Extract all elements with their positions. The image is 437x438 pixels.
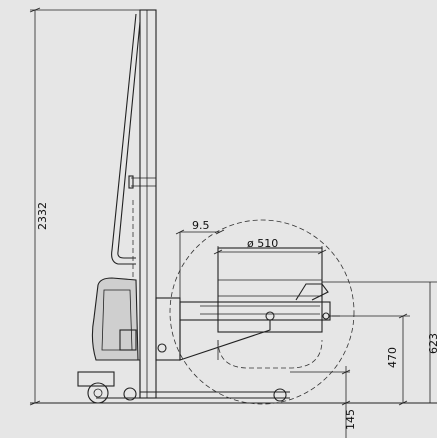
drum-diameter-label: ø 510 [247,237,278,250]
control-housing [91,277,139,361]
height-dimensions: 470 623 [322,281,437,406]
top-height-label: 623 [427,333,437,354]
carriage [155,297,271,361]
chassis [96,359,290,402]
center-height-label: 470 [386,347,399,368]
drive-wheel [77,371,137,404]
total-height-label: 2332 [36,202,49,230]
gap-label: 9.5 [192,219,210,232]
drum-diameter-dimension: ø 510 [213,237,327,262]
total-height-dimension: 2332 [29,7,140,406]
drum-gripper [179,283,340,321]
gap-dimension: 9.5 [175,219,225,300]
clearance-dimension: 145 [290,366,357,438]
clearance-label: 145 [344,409,357,430]
load-wheel [273,388,287,402]
drum-outline [169,219,355,405]
tiller-handle [111,13,141,265]
